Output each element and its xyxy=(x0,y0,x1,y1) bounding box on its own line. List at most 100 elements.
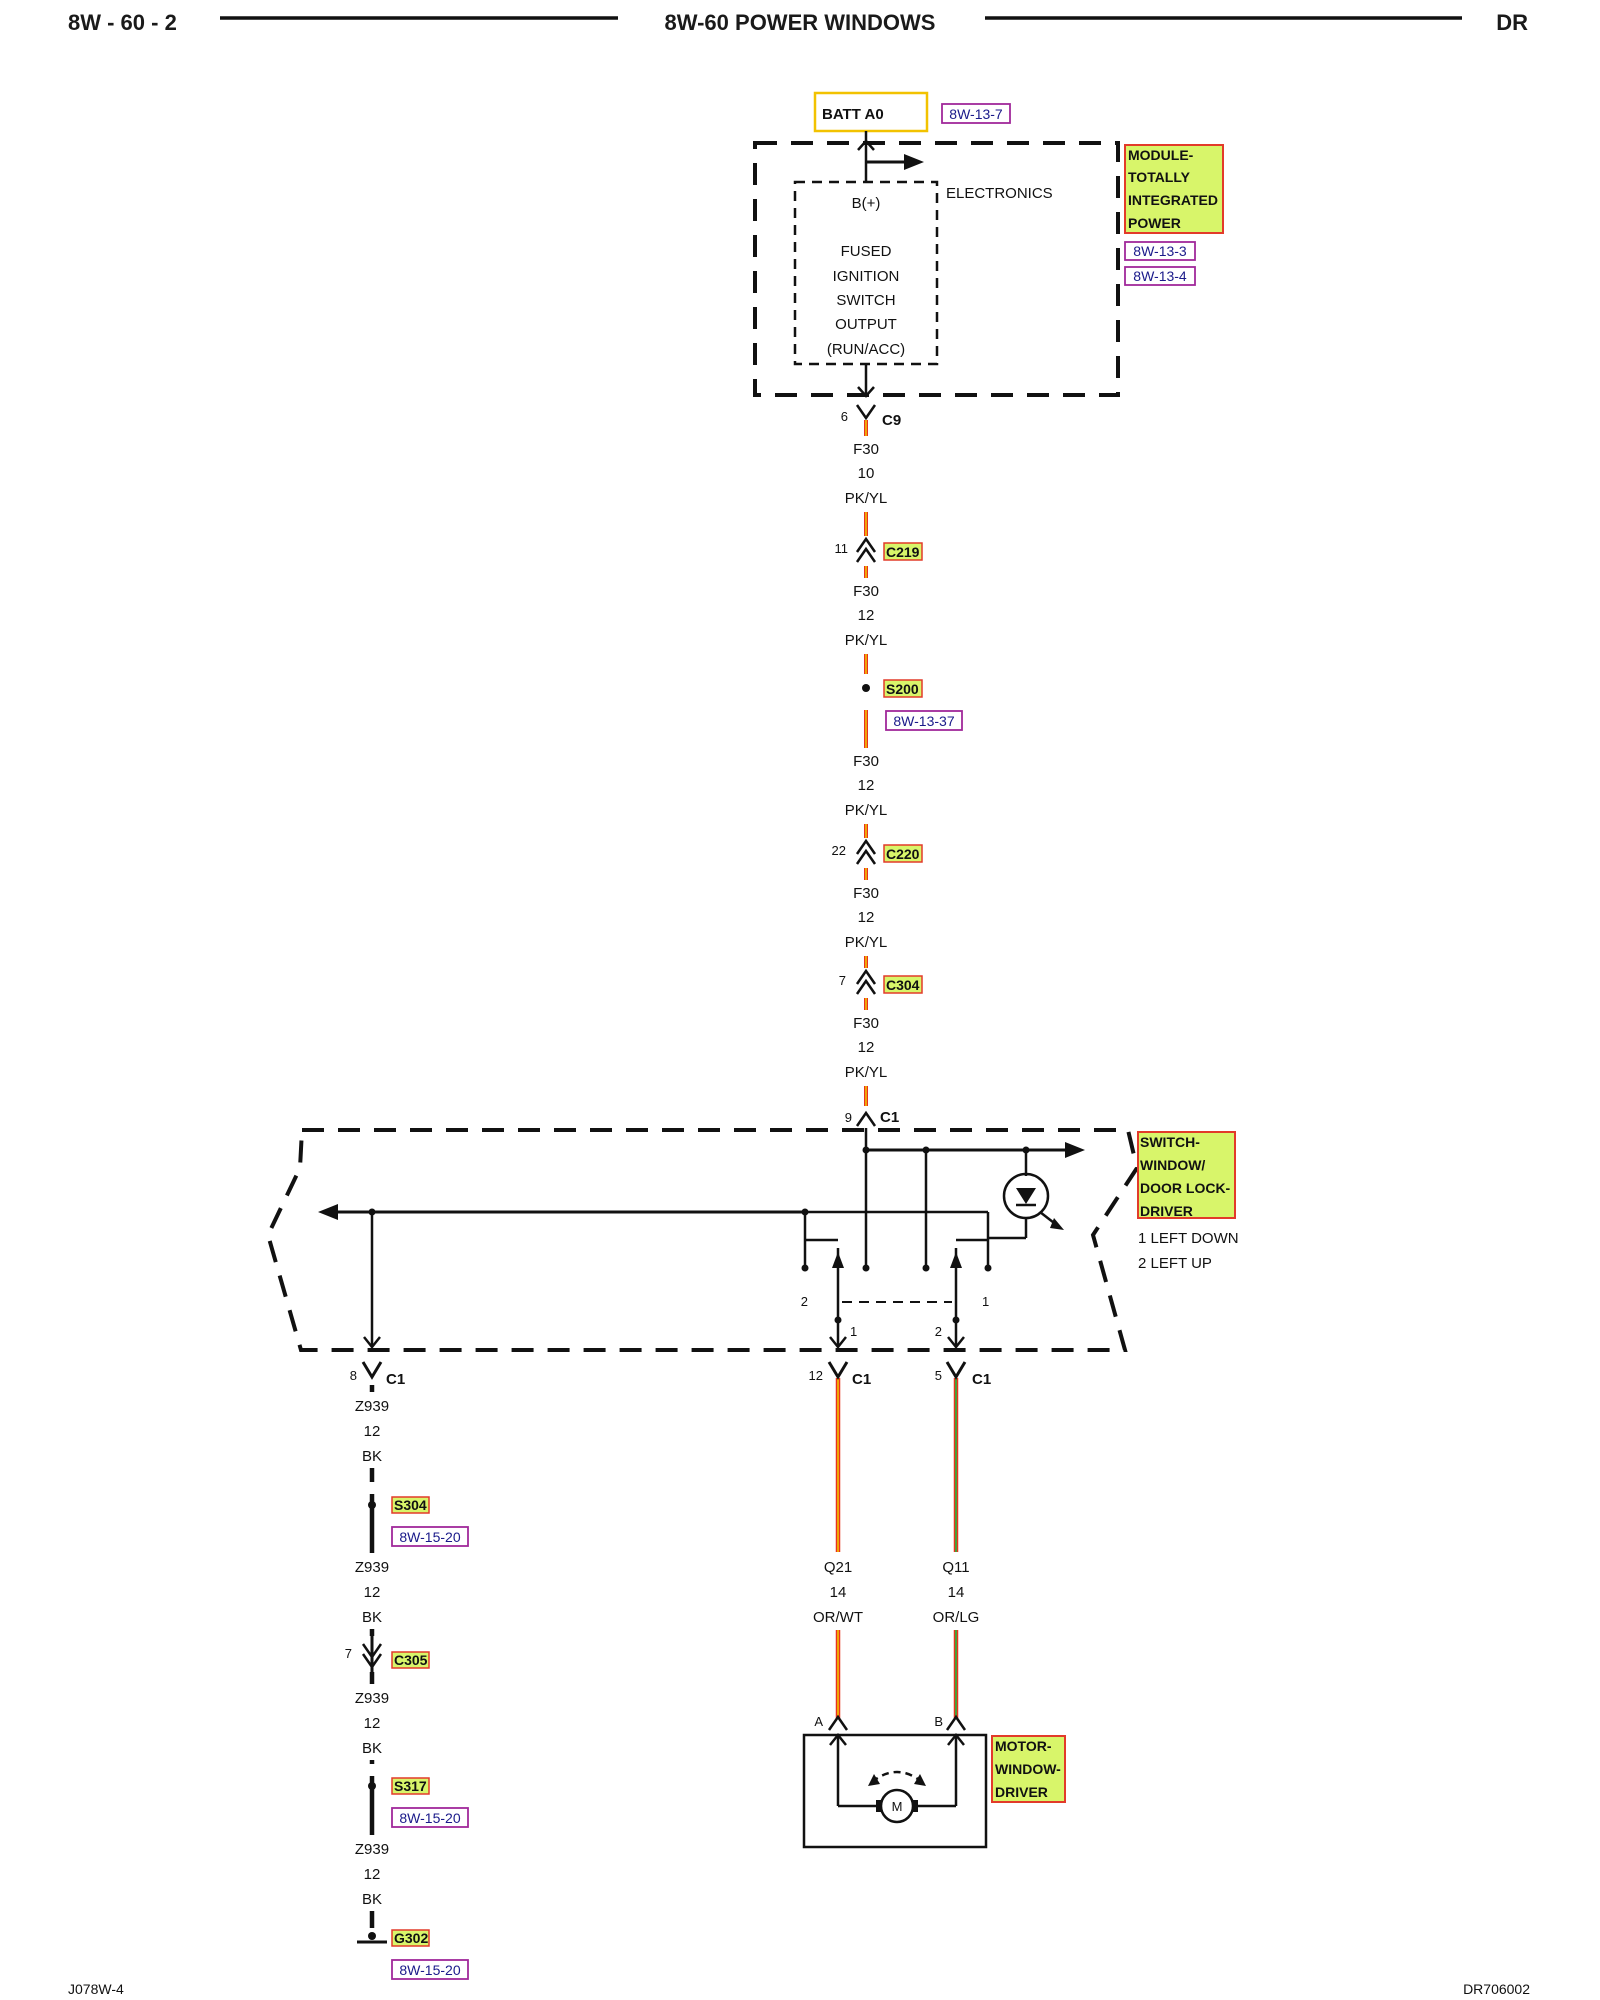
batt-ref: 8W-13-7 xyxy=(949,106,1003,122)
wire-gauge: 12 xyxy=(364,1866,381,1883)
footer-left-code: J078W-4 xyxy=(68,1981,124,1997)
connector-c1-symbol xyxy=(855,1110,877,1127)
batt-ref-box xyxy=(941,103,1011,124)
connector-name: C1 xyxy=(386,1371,405,1388)
switch-name-box xyxy=(1137,1131,1236,1219)
connector-pin: 7 xyxy=(345,1646,352,1661)
connector-c219-symbol xyxy=(855,536,877,553)
connector-pin: 9 xyxy=(845,1110,852,1125)
splice-name: S200 xyxy=(886,681,919,697)
contact-dot xyxy=(862,1264,870,1272)
splice-highlight xyxy=(883,679,923,698)
page-title: 8W-60 POWER WINDOWS xyxy=(665,10,936,35)
connector-name: C219 xyxy=(886,544,920,560)
tipm-electronics-label: ELECTRONICS xyxy=(946,185,1053,202)
motor-name-line: DRIVER xyxy=(995,1784,1048,1800)
tipm-name-line: TOTALLY xyxy=(1128,169,1191,185)
wire-circuit: Z939 xyxy=(355,1841,389,1858)
wire-gauge: 12 xyxy=(858,909,875,926)
connector-name: C220 xyxy=(886,846,920,862)
junction-dot xyxy=(862,1146,870,1154)
switch-contact-right-arrow xyxy=(947,1336,965,1350)
label-gap xyxy=(826,578,906,654)
motor-pin-label: B xyxy=(934,1714,943,1729)
tipm-module-outline xyxy=(753,141,1120,397)
switch-position-label: 2 LEFT UP xyxy=(1138,1255,1212,1272)
connector-c304-symbol xyxy=(855,968,877,985)
splice-ref-box xyxy=(885,710,963,731)
splice-ref: 8W-13-37 xyxy=(893,713,954,729)
label-gap xyxy=(916,1552,996,1630)
connector-pin: 5 xyxy=(935,1368,942,1383)
contact-dot xyxy=(984,1264,992,1272)
motor-pin-label: A xyxy=(814,1714,823,1729)
switch-position-label: 1 LEFT DOWN xyxy=(1138,1230,1239,1247)
wire-circuit: Z939 xyxy=(355,1559,389,1576)
ground-highlight xyxy=(391,1929,430,1947)
connector-highlight xyxy=(391,1651,430,1669)
splice-ref-box xyxy=(391,1526,469,1547)
tipm-output-line: (RUN/ACC) xyxy=(827,341,905,358)
connector-pin: 12 xyxy=(809,1368,823,1383)
switch-ground-arrow xyxy=(318,1204,338,1220)
led-diode-triangle xyxy=(1016,1188,1036,1204)
tipm-output-arrow xyxy=(857,386,875,398)
wire-circuit: F30 xyxy=(853,885,879,902)
connector-name: C305 xyxy=(394,1652,428,1668)
wire-color: PK/YL xyxy=(845,802,888,819)
connector-name: C304 xyxy=(886,977,920,993)
wire-gauge: 14 xyxy=(948,1584,965,1601)
led-emission-arrow xyxy=(1050,1218,1064,1230)
switch-contact-right-pivot xyxy=(950,1252,962,1268)
tipm-output-line: B(+) xyxy=(852,195,881,212)
connector-gap xyxy=(852,1106,880,1132)
connector-highlight xyxy=(883,975,923,994)
connector-name: C1 xyxy=(852,1371,871,1388)
contact-dot xyxy=(834,1316,842,1324)
label-gap xyxy=(332,1553,412,1629)
connector-c219-symbol xyxy=(855,546,877,563)
ground-ref: 8W-15-20 xyxy=(399,1962,460,1978)
tipm-output-line: SWITCH xyxy=(836,292,895,309)
tipm-output-line: OUTPUT xyxy=(835,316,897,333)
wire-color: BK xyxy=(362,1609,382,1626)
tipm-internal-arrow xyxy=(904,154,924,170)
wire-color: PK/YL xyxy=(845,1064,888,1081)
switch-name-line: SWITCH- xyxy=(1140,1134,1200,1150)
splice-name: S304 xyxy=(394,1497,427,1513)
tipm-ref: 8W-13-4 xyxy=(1133,268,1187,284)
label-gap xyxy=(826,880,906,956)
tipm-name-line: POWER xyxy=(1128,215,1181,231)
tipm-output-line: IGNITION xyxy=(833,268,900,285)
batt-source-box xyxy=(813,91,929,133)
contact-dot xyxy=(922,1264,930,1272)
label-gap xyxy=(332,1392,412,1468)
switch-feed-arrow xyxy=(1065,1142,1085,1158)
wire-gauge: 12 xyxy=(364,1715,381,1732)
page-number: 8W - 60 - 2 xyxy=(68,10,177,35)
motor-rotation-arc xyxy=(871,1770,923,1783)
connector-c1-ground-symbol xyxy=(361,1361,383,1380)
switch-contact-left-pivot xyxy=(832,1252,844,1268)
tipm-name-line: INTEGRATED xyxy=(1128,192,1218,208)
connector-pin: 8 xyxy=(350,1368,357,1383)
wire-gauge: 12 xyxy=(364,1423,381,1440)
section-code: DR xyxy=(1496,10,1528,35)
connector-c304-symbol xyxy=(855,978,877,995)
tipm-output-text: B(+) FUSED IGNITION SWITCH OUTPUT (RUN/A… xyxy=(827,195,905,358)
connector-highlight xyxy=(883,844,923,863)
motor-rotation-arrow xyxy=(868,1774,880,1786)
label-gap xyxy=(826,436,906,512)
connector-c305-symbol xyxy=(361,1643,383,1660)
label-gap xyxy=(826,748,906,824)
motor-body xyxy=(802,1733,988,1849)
wire-circuit: F30 xyxy=(853,583,879,600)
connector-name: C1 xyxy=(880,1109,899,1126)
switch-contact-left-arrow xyxy=(829,1336,847,1350)
wire-color: BK xyxy=(362,1891,382,1908)
connector-c1-q11-symbol xyxy=(945,1361,967,1380)
tipm-name-line: MODULE- xyxy=(1128,147,1194,163)
ground-name: G302 xyxy=(394,1930,428,1946)
connector-pin: 22 xyxy=(832,843,846,858)
wire-circuit: Z939 xyxy=(355,1398,389,1415)
